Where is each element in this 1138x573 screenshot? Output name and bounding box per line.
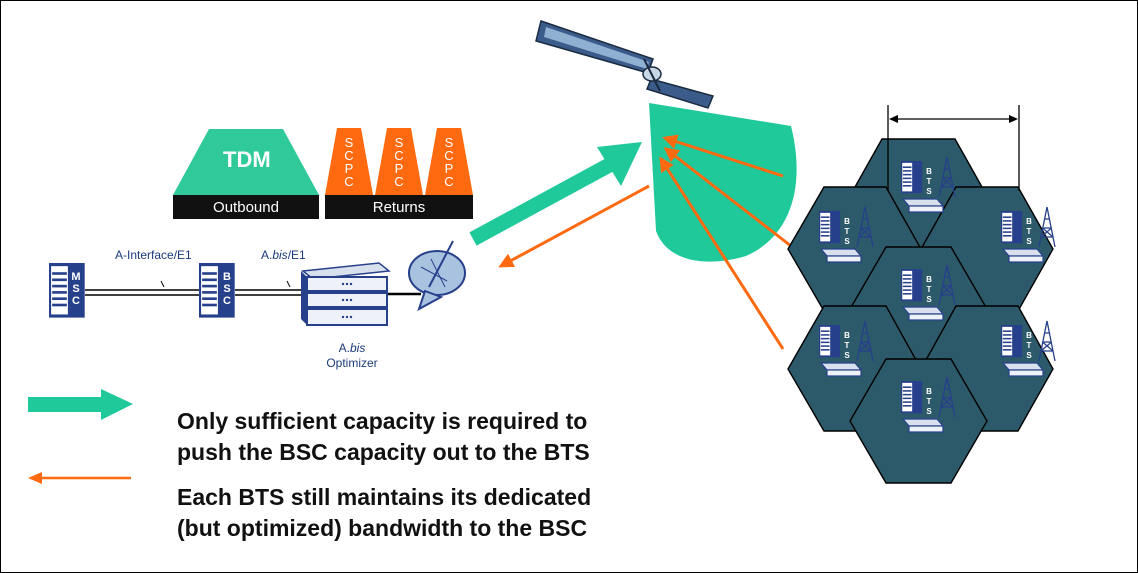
bts-label-lower-left: BTS (844, 331, 850, 360)
distance-dimension (887, 105, 1020, 191)
legend-orange-arrow-icon (28, 472, 131, 484)
bts-label-center: BTS (926, 275, 932, 304)
a-interface-link (85, 289, 199, 296)
abis-optimizer-icon (301, 262, 391, 326)
scpc-carrier-2 (375, 128, 423, 195)
abis-link (235, 289, 303, 296)
bts-label-bottom: BTS (926, 387, 932, 416)
tdm-label: TDM (223, 147, 271, 172)
outbound-label: Outbound (213, 199, 279, 216)
satellite-dish-icon (408, 240, 466, 312)
a-interface-label: A-Interface/E1 (115, 248, 192, 262)
legend-green-text-line-2: push the BSC capacity out to the BTS (177, 439, 590, 465)
abis-link-label: A.bis/E1 (261, 248, 306, 262)
optimizer-label: A.bis Optimizer (326, 341, 378, 370)
outbound-bar (173, 195, 319, 219)
bts-label-lower-right: BTS (1026, 331, 1032, 360)
msc-label: MSC (71, 271, 81, 307)
legend-orange-text-line-1: Each BTS still maintains its dedicated (177, 484, 592, 510)
tdm-carrier-shape (173, 129, 319, 195)
scpc-label-3: SCPC (444, 135, 454, 189)
scpc-label-1: SCPC (344, 135, 354, 189)
scpc-label-2: SCPC (394, 135, 404, 189)
legend-orange-text-line-2: (but optimized) bandwidth to the BSC (177, 515, 588, 541)
satellite-beam (649, 103, 797, 262)
legend-green-arrow-icon (28, 389, 133, 420)
returns-bar (325, 195, 473, 219)
legend-green-text-line-1: Only sufficient capacity is required to (177, 408, 588, 434)
scpc-carrier-3 (425, 128, 473, 195)
return-link-arrows (498, 134, 792, 350)
bts-label-upper-left: BTS (844, 217, 850, 246)
satellite-icon (535, 20, 715, 109)
forward-link-arrow (469, 142, 642, 246)
bts-label-upper-right: BTS (1026, 217, 1032, 246)
returns-label: Returns (372, 199, 426, 216)
distance-label: 300m–35<m (906, 99, 974, 113)
bsc-label: BSC (223, 271, 231, 307)
scpc-carrier-1 (325, 128, 373, 195)
bts-label-top: BTS (926, 167, 932, 196)
